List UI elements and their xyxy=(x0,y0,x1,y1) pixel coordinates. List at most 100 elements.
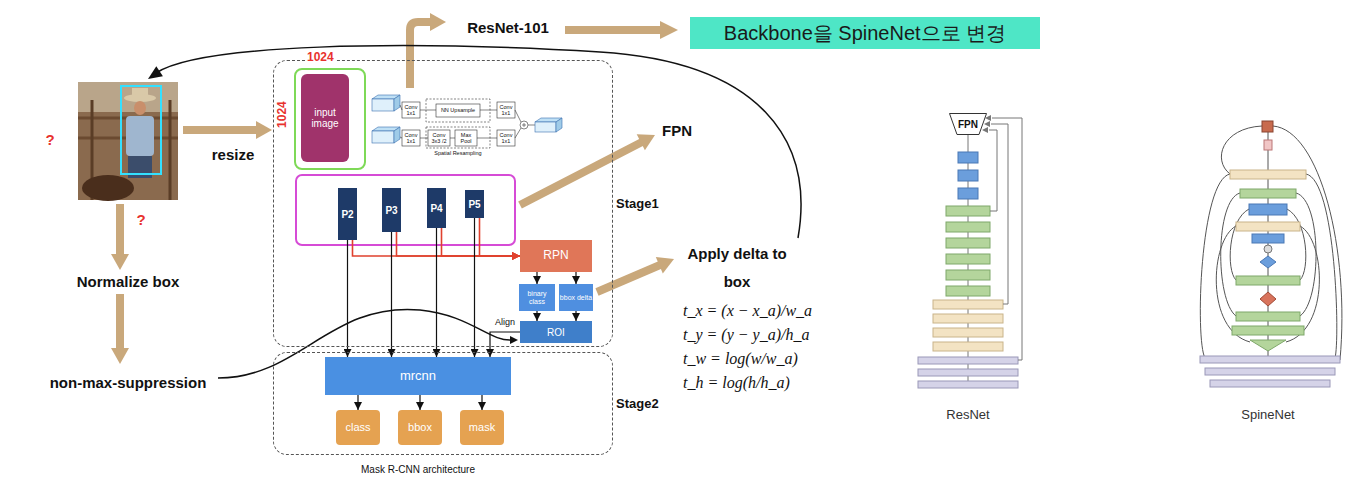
resampling-figure xyxy=(450,138,455,139)
resampling-figure xyxy=(556,118,562,132)
connector xyxy=(474,218,475,357)
stage-label: Stage1 xyxy=(616,196,659,210)
head-box: mrcnn xyxy=(325,357,511,395)
input-photo xyxy=(124,94,156,102)
stage-region: Stage2mrcnnclassbboxmask xyxy=(273,352,613,455)
box-label: class xyxy=(345,421,370,433)
step-label: Normalize box xyxy=(77,273,180,290)
resnet-figure xyxy=(958,152,978,163)
stage-annotation: ResNet-101 xyxy=(467,19,549,36)
figure-caption: SpineNet xyxy=(1241,408,1294,423)
resnet-figure xyxy=(989,130,997,211)
dimension-label: 1024 xyxy=(276,101,289,128)
rpn-box: RPN xyxy=(520,240,592,272)
input-photo xyxy=(82,175,134,201)
resampling-figure xyxy=(372,95,562,148)
box-label: bbox xyxy=(408,421,432,433)
edge-label: Align xyxy=(494,317,516,327)
box-label: mrcnn xyxy=(400,369,436,383)
resampling-figure xyxy=(402,102,420,118)
formula: t_w = log(w/w_a) xyxy=(683,350,798,368)
feature-pyramid-frame xyxy=(296,175,515,245)
spinenet-figure xyxy=(1252,234,1284,243)
feature-pyramid-frame xyxy=(296,175,515,245)
output-box: bbox xyxy=(398,410,442,445)
spinenet-figure xyxy=(1260,256,1276,268)
spinenet-figure xyxy=(1236,312,1300,321)
resampling-figure xyxy=(436,104,480,117)
resampling-figure xyxy=(394,95,400,111)
resnet-figure xyxy=(991,124,1008,304)
resampling-figure xyxy=(402,130,420,146)
resampling-figure xyxy=(400,105,402,110)
resampling-figure xyxy=(515,110,521,122)
leader-curve xyxy=(156,46,801,238)
spinenet-figure xyxy=(1230,170,1306,179)
resnet-figure xyxy=(958,188,978,199)
input-frame: 10241024input image xyxy=(294,68,366,170)
layer-label: Conv 1x1 xyxy=(497,132,515,145)
connector xyxy=(480,218,521,256)
resampling-figure xyxy=(372,131,394,143)
connector xyxy=(575,311,576,321)
feature-map: P4 xyxy=(427,188,446,228)
input-photo xyxy=(121,86,161,174)
connector xyxy=(391,232,392,357)
input-image-box: input image xyxy=(301,74,349,162)
spinenet-figure xyxy=(1287,209,1306,280)
box-label: mask xyxy=(469,421,495,433)
spinenet-figure xyxy=(1268,132,1269,356)
input-photo xyxy=(78,82,178,201)
resnet-figure xyxy=(918,369,1018,376)
resampling-figure xyxy=(515,128,521,138)
spinenet-figure xyxy=(1232,326,1304,335)
rpn-output: bbox delta xyxy=(559,284,593,311)
connector xyxy=(397,232,521,256)
output-box: class xyxy=(336,410,380,445)
input-photo xyxy=(126,116,154,156)
connector xyxy=(536,272,537,284)
connector xyxy=(436,228,437,357)
resampling-figure xyxy=(426,127,490,148)
spinenet-figure xyxy=(1200,121,1342,387)
resnet-figure xyxy=(918,381,1018,388)
resnet-figure xyxy=(992,118,1022,360)
connector xyxy=(347,240,348,357)
flow-arrow xyxy=(637,134,655,150)
resampling-figure xyxy=(528,125,535,126)
feature-map: P2 xyxy=(338,188,357,240)
layer-label: Conv 1x1 xyxy=(497,104,515,117)
resnet-figure xyxy=(982,127,988,133)
layer-label: Conv 1x1 xyxy=(402,104,420,117)
resnet-figure xyxy=(946,222,990,232)
resnet-figure xyxy=(933,300,1003,309)
box-label: RPN xyxy=(543,249,568,262)
rpn-output: binary class xyxy=(519,284,555,311)
spinenet-figure xyxy=(1200,356,1340,363)
resampling-figure xyxy=(520,121,528,129)
spinenet-figure xyxy=(1230,209,1249,280)
input-photo xyxy=(78,82,178,200)
feature-map: P5 xyxy=(465,190,484,218)
spinenet-figure xyxy=(1236,222,1300,231)
resampling-figure xyxy=(477,138,497,139)
resampling-figure xyxy=(455,130,477,146)
resampling-figure xyxy=(497,130,515,146)
resnet-figure xyxy=(946,206,990,216)
figure-caption: Mask R-CNN architecture xyxy=(361,464,475,476)
resnet-figure xyxy=(933,342,1003,351)
layer-label: Spatial Resampling xyxy=(423,150,493,156)
resnet-figure xyxy=(933,328,1003,337)
formula: t_x = (x − x_a)/w_a xyxy=(683,302,812,320)
output-box: mask xyxy=(460,410,504,445)
box-label: P4 xyxy=(430,203,442,214)
question-mark: ? xyxy=(45,131,54,148)
spinenet-figure xyxy=(1240,189,1296,198)
stage-label: Stage2 xyxy=(616,396,659,410)
step-label: resize xyxy=(212,146,255,163)
connector xyxy=(357,395,358,410)
flow-arrow xyxy=(565,26,662,34)
